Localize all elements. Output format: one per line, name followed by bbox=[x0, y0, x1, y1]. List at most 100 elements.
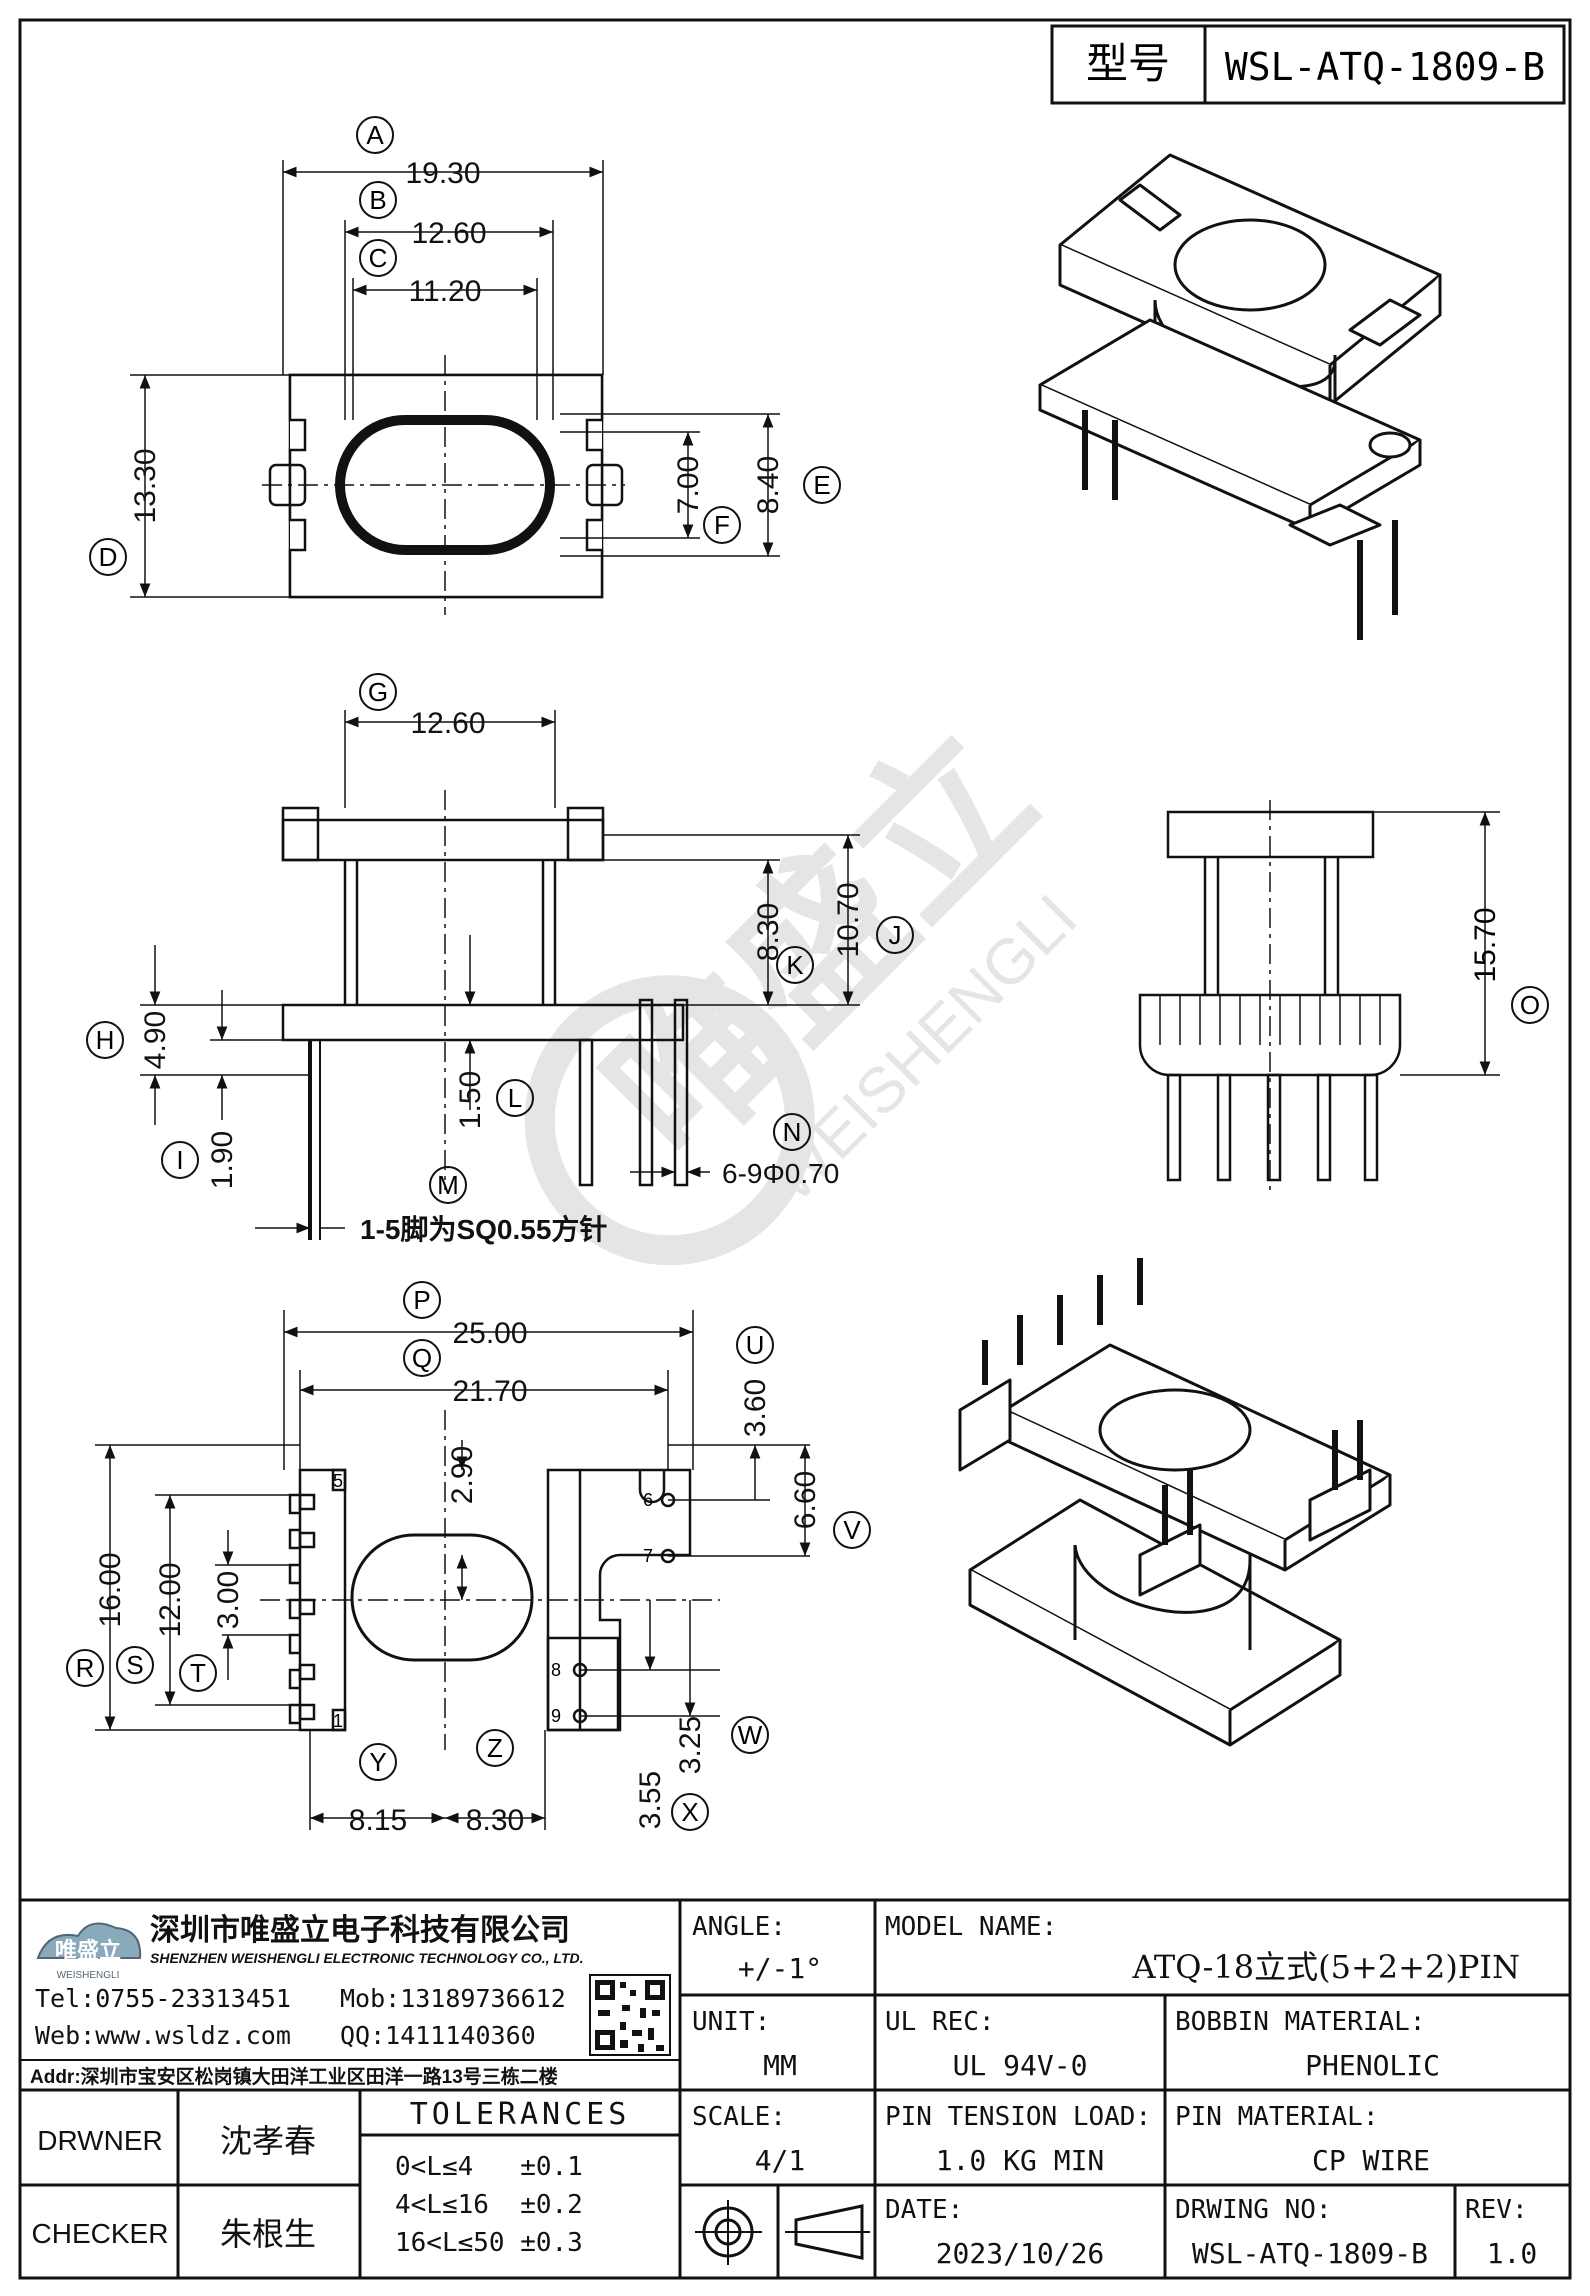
ul-label: UL REC: bbox=[885, 2007, 995, 2037]
balloon-X: X bbox=[681, 1797, 698, 1827]
logo-text: 唯盛立 bbox=[55, 1938, 121, 1963]
scale-label: SCALE: bbox=[692, 2102, 786, 2132]
balloon-H: H bbox=[96, 1025, 115, 1055]
balloon-F: F bbox=[714, 510, 730, 540]
pin-9: 9 bbox=[551, 1706, 561, 1726]
date-value: 2023/10/26 bbox=[936, 2237, 1105, 2270]
dim-M-value: 1-5脚为SQ0.55方针 bbox=[360, 1213, 607, 1245]
drawing-no-label: DRWING NO: bbox=[1175, 2195, 1332, 2225]
balloon-B: B bbox=[369, 185, 386, 215]
dim-B-value: 12.60 bbox=[411, 217, 486, 250]
pin-8: 8 bbox=[551, 1660, 561, 1680]
balloon-N: N bbox=[783, 1117, 802, 1147]
dim-J-value: 10.70 bbox=[832, 882, 865, 957]
dim-R-value: 16.00 bbox=[94, 1552, 127, 1627]
qr-code bbox=[589, 1974, 671, 2056]
drawer-label: DRWNER bbox=[37, 2125, 162, 2156]
dim-F-value: 7.00 bbox=[672, 456, 705, 514]
balloon-J: J bbox=[889, 920, 902, 950]
balloon-R: R bbox=[76, 1653, 95, 1683]
balloon-I: I bbox=[176, 1145, 183, 1175]
dim-K-value: 8.30 bbox=[752, 903, 785, 961]
dim-T-value: 3.00 bbox=[212, 1571, 245, 1629]
balloon-A: A bbox=[366, 120, 384, 150]
bobbin-value: PHENOLIC bbox=[1305, 2049, 1440, 2082]
header-box: 型号 WSL-ATQ-1809-B bbox=[1050, 24, 1566, 105]
balloon-P: P bbox=[413, 1285, 430, 1315]
bottom-view-balloons: P Q R S T U V W X Y Z bbox=[66, 1281, 871, 1831]
balloon-T: T bbox=[190, 1658, 206, 1688]
balloon-U: U bbox=[746, 1330, 765, 1360]
dim-E-value: 8.40 bbox=[752, 456, 785, 514]
company-cn: 深圳市唯盛立电子科技有限公司 bbox=[150, 1913, 570, 1947]
pin-tension-value: 1.0 KG MIN bbox=[936, 2144, 1105, 2177]
pin-7: 7 bbox=[643, 1546, 653, 1566]
dim-Z-value: 8.30 bbox=[466, 1804, 524, 1837]
tolerance-row-1: 0<L≤4 ±0.1 bbox=[395, 2152, 583, 2182]
front-view bbox=[140, 710, 860, 1240]
dim-extra-value: 2.90 bbox=[446, 1446, 479, 1504]
isometric-view-top bbox=[1038, 153, 1442, 640]
bottom-view bbox=[95, 1310, 811, 1830]
bottom-view-window bbox=[350, 1533, 534, 1662]
model-label: MODEL NAME: bbox=[885, 1912, 1057, 1942]
title-block-grid bbox=[18, 1898, 1572, 2280]
pin-1: 1 bbox=[333, 1711, 343, 1731]
dim-Q-value: 21.70 bbox=[452, 1375, 527, 1408]
tel: Tel:0755-23313451 bbox=[35, 1984, 291, 2013]
balloon-C: C bbox=[369, 243, 388, 273]
dim-P-value: 25.00 bbox=[452, 1317, 527, 1350]
balloon-Z: Z bbox=[487, 1733, 503, 1763]
dim-L-value: 1.50 bbox=[454, 1071, 487, 1129]
balloon-K: K bbox=[786, 950, 804, 980]
dim-O-value: 15.70 bbox=[1469, 907, 1502, 982]
projection-symbol bbox=[695, 2200, 870, 2265]
balloon-V: V bbox=[843, 1515, 861, 1545]
unit-label: UNIT: bbox=[692, 2007, 770, 2037]
scale-value: 4/1 bbox=[755, 2144, 806, 2177]
dim-Y-value: 8.15 bbox=[349, 1804, 407, 1837]
balloon-Y: Y bbox=[369, 1747, 386, 1777]
dim-V-value: 6.60 bbox=[789, 1471, 822, 1529]
pin-material-value: CP WIRE bbox=[1312, 2144, 1430, 2177]
balloon-L: L bbox=[508, 1083, 522, 1113]
dim-I-value: 1.90 bbox=[206, 1131, 239, 1189]
dim-A-value: 19.30 bbox=[405, 157, 480, 190]
drawer-value: 沈孝春 bbox=[220, 2123, 316, 2159]
checker-label: CHECKER bbox=[32, 2218, 169, 2249]
unit-value: MM bbox=[763, 2049, 797, 2082]
balloon-D: D bbox=[99, 542, 118, 572]
front-view-labels: 12.60 10.70 8.30 4.90 1.90 1.50 1-5脚为SQ0… bbox=[139, 707, 865, 1245]
header-type-label: 型号 bbox=[1086, 40, 1170, 87]
dim-D-value: 13.30 bbox=[129, 448, 162, 523]
company-en: SHENZHEN WEISHENGLI ELECTRONIC TECHNOLOG… bbox=[150, 1950, 584, 1966]
pin-6: 6 bbox=[643, 1490, 653, 1510]
web: Web:www.wsldz.com bbox=[35, 2021, 291, 2050]
checker-value: 朱根生 bbox=[220, 2216, 316, 2252]
dim-W-value: 3.25 bbox=[674, 1716, 707, 1774]
side-view bbox=[1138, 800, 1500, 1190]
dim-U-value: 3.60 bbox=[739, 1379, 772, 1437]
tolerance-row-2: 4<L≤16 ±0.2 bbox=[395, 2190, 583, 2220]
header-type-value: WSL-ATQ-1809-B bbox=[1225, 45, 1545, 89]
dim-H-value: 4.90 bbox=[139, 1011, 172, 1069]
bobbin-label: BOBBIN MATERIAL: bbox=[1175, 2007, 1425, 2037]
top-view bbox=[130, 160, 780, 615]
balloon-W: W bbox=[738, 1720, 763, 1750]
balloon-M: M bbox=[437, 1170, 459, 1200]
bottom-view-labels: 25.00 21.70 16.00 12.00 3.00 2.90 3.60 6… bbox=[94, 1317, 822, 1837]
mob: Mob:13189736612 bbox=[340, 1984, 566, 2013]
top-view-balloons: A B C D E F bbox=[89, 116, 841, 576]
angle-label: ANGLE: bbox=[692, 1912, 786, 1942]
rev-value: 1.0 bbox=[1487, 2237, 1538, 2270]
bottom-view-pin-numbers: 1 5 6 7 8 9 bbox=[333, 1471, 653, 1731]
balloon-S: S bbox=[126, 1650, 143, 1680]
dim-G-value: 12.60 bbox=[410, 707, 485, 740]
addr: Addr:深圳市宝安区松岗镇大田洋工业区田洋一路13号三栋二楼 bbox=[30, 2065, 558, 2088]
balloon-Q: Q bbox=[412, 1343, 432, 1373]
balloon-E: E bbox=[813, 470, 830, 500]
title-block-text: 深圳市唯盛立电子科技有限公司 SHENZHEN WEISHENGLI ELECT… bbox=[30, 1912, 1537, 2270]
dim-S-value: 12.00 bbox=[154, 1562, 187, 1637]
tolerance-row-3: 16<L≤50 ±0.3 bbox=[395, 2228, 583, 2258]
